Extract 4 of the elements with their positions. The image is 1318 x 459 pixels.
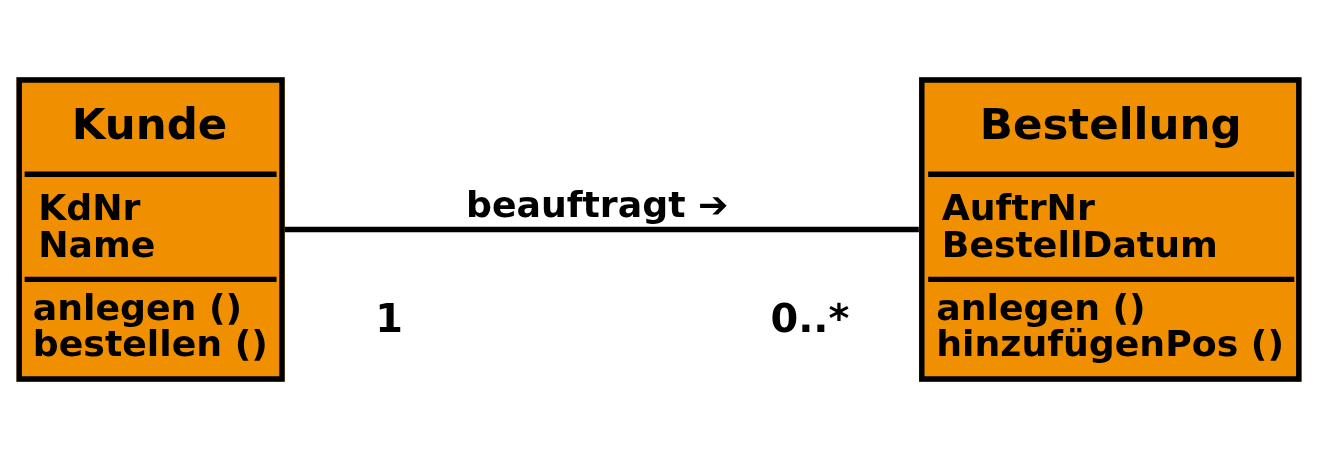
connector — [284, 226, 919, 233]
label: 0..* — [770, 295, 850, 342]
edge-label: beauftragt ➔ — [465, 182, 729, 226]
label: 1 — [375, 295, 404, 342]
